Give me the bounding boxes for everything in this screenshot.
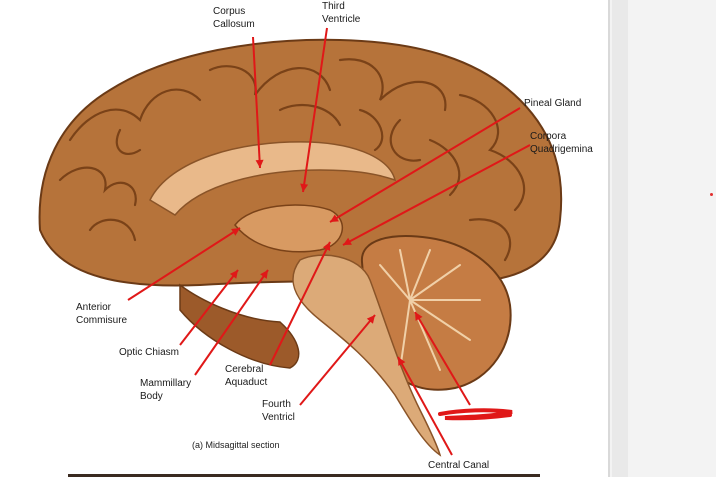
arrowhead-mammillary-body: [260, 270, 268, 279]
label-cerebral-aquaduct: Cerebral Aquaduct: [225, 364, 268, 388]
thalamus: [234, 204, 344, 253]
label-optic-chiasm: Optic Chiasm: [119, 347, 180, 358]
label-third-ventricle: Third Ventricle: [322, 1, 361, 25]
label-pineal-gland: Pineal Gland: [524, 98, 582, 109]
arbor-vitae: [379, 249, 481, 371]
arrow-optic-chiasm: [179, 269, 239, 346]
arrowhead-cerebellum-extra: [415, 312, 423, 321]
arrow-cerebral-aquaduct: [269, 241, 331, 366]
label-fourth-ventricl: Fourth Ventricl: [262, 399, 295, 423]
arrowhead-pineal-gland: [330, 214, 339, 222]
stray-red-dot: [710, 193, 713, 196]
arrowhead-corpora-quadrigemina: [343, 237, 352, 245]
pointer-arrows: [127, 27, 531, 456]
arrowhead-fourth-ventricl: [366, 315, 375, 324]
label-mammillary-body: Mammillary Body: [140, 378, 192, 402]
brainstem: [292, 254, 442, 457]
arrow-cerebellum-extra: [414, 311, 471, 406]
arrowhead-corpus-callosum: [255, 159, 264, 168]
arrow-central-canal: [397, 356, 453, 456]
label-corpora-quadrigemina: Corpora Quadrigemina: [530, 131, 593, 155]
arrowhead-cerebral-aquaduct: [322, 242, 331, 251]
arrowhead-optic-chiasm: [229, 270, 238, 279]
label-central-canal: Central Canal: [428, 460, 490, 471]
arrow-fourth-ventricl: [299, 314, 376, 406]
red-scribble-mark: [438, 408, 513, 421]
corpus-callosum-structure: [149, 141, 397, 216]
pane-divider: [608, 0, 610, 477]
gyri-pattern: [58, 58, 526, 262]
arrow-anterior-commisure: [127, 227, 241, 301]
arrowhead-anterior-commisure: [231, 228, 240, 236]
arrowhead-central-canal: [398, 357, 406, 366]
arrow-pineal-gland: [329, 107, 521, 223]
label-anterior-commisure: Anterior Commisure: [76, 302, 128, 326]
arrow-third-ventricle: [302, 27, 328, 193]
arrowhead-third-ventricle: [300, 183, 309, 192]
arrow-corpora-quadrigemina: [342, 144, 531, 246]
figure-bottom-rule: [68, 474, 540, 477]
arrow-mammillary-body: [194, 269, 269, 376]
figure-caption: (a) Midsagittal section: [192, 440, 280, 450]
temporal-underside: [179, 283, 300, 369]
arrow-corpus-callosum: [252, 36, 261, 169]
label-corpus-callosum: Corpus Callosum: [213, 6, 255, 30]
right-panel-edge: [612, 0, 628, 477]
